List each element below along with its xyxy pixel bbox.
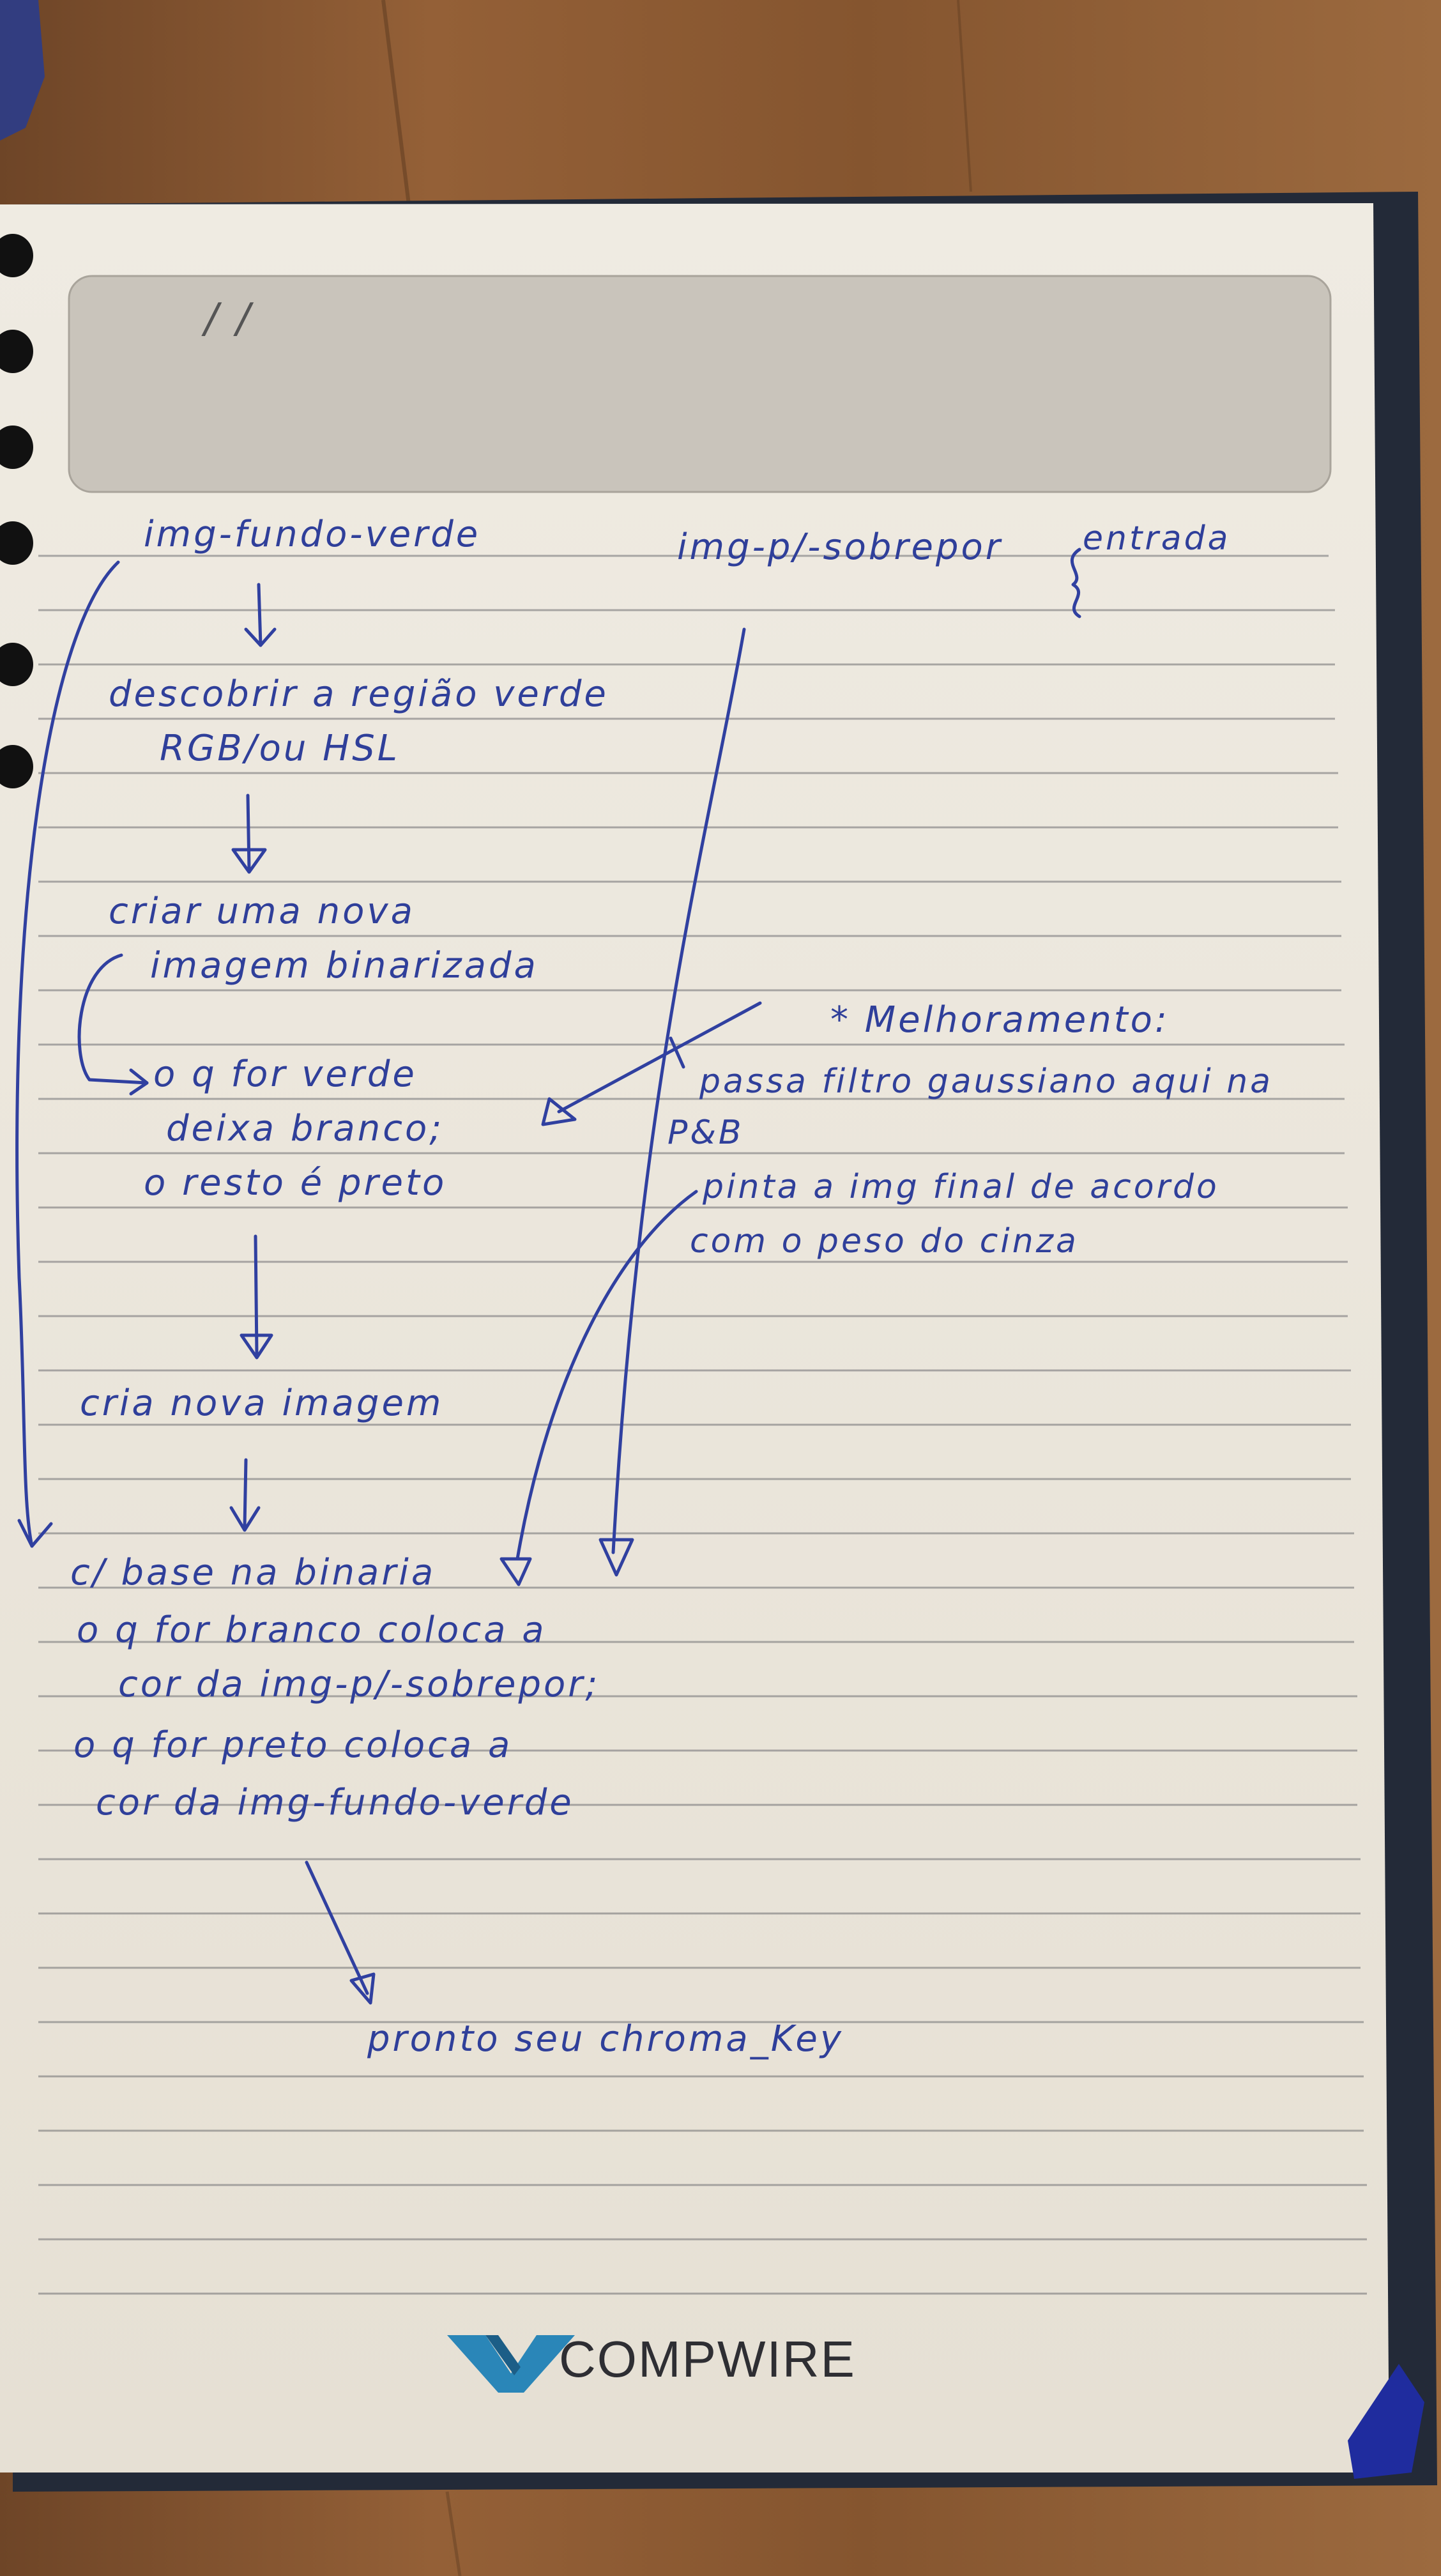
note-criar-nova: criar uma nova [109,891,415,932]
date-header-box [68,275,1332,493]
note-descobrir: descobrir a região verde [109,673,609,715]
note-imagem-binarizada: imagem binarizada [150,945,538,986]
note-entrada: entrada [1083,519,1230,558]
note-pronto-chroma-key: pronto seu chroma_Key [367,2018,844,2060]
note-rgb-hsl: RGB/ou HSL [160,728,400,769]
note-cor-sobrepor: cor da img-p/-sobrepor; [118,1664,600,1705]
date-field: / / [201,295,254,342]
note-cria-nova-imagem: cria nova imagem [80,1383,443,1424]
compwire-logo-icon [447,2335,575,2393]
note-img-sobrepor: img-p/-sobrepor [677,526,1003,568]
note-cor-fundo-verde: cor da img-fundo-verde [96,1782,574,1823]
note-deixa-branco: deixa branco; [166,1108,444,1149]
notebook-page [0,203,1389,2472]
note-pb: P&B [667,1114,744,1152]
note-img-fundo-verde: img-fundo-verde [144,514,480,555]
note-melhoramento: * Melhoramento: [830,999,1170,1041]
note-branco-coloca: o q for branco coloca a [77,1609,547,1651]
note-o-q-for-verde: o q for verde [153,1054,417,1095]
brand-name: COMPWIRE [559,2331,856,2388]
note-peso-cinza: com o peso do cinza [690,1222,1079,1261]
flow-arrows [15,548,1081,2005]
spiral-holes [0,234,33,788]
ruled-lines [38,555,1367,2295]
note-preto-coloca: o q for preto coloca a [73,1724,512,1766]
note-passa-filtro: passa filtro gaussiano aqui na [699,1062,1273,1101]
note-resto-preto: o resto é preto [144,1162,446,1204]
note-pinta-img: pinta a img final de acordo [702,1168,1219,1206]
note-base-binaria: c/ base na binaria [70,1552,436,1593]
